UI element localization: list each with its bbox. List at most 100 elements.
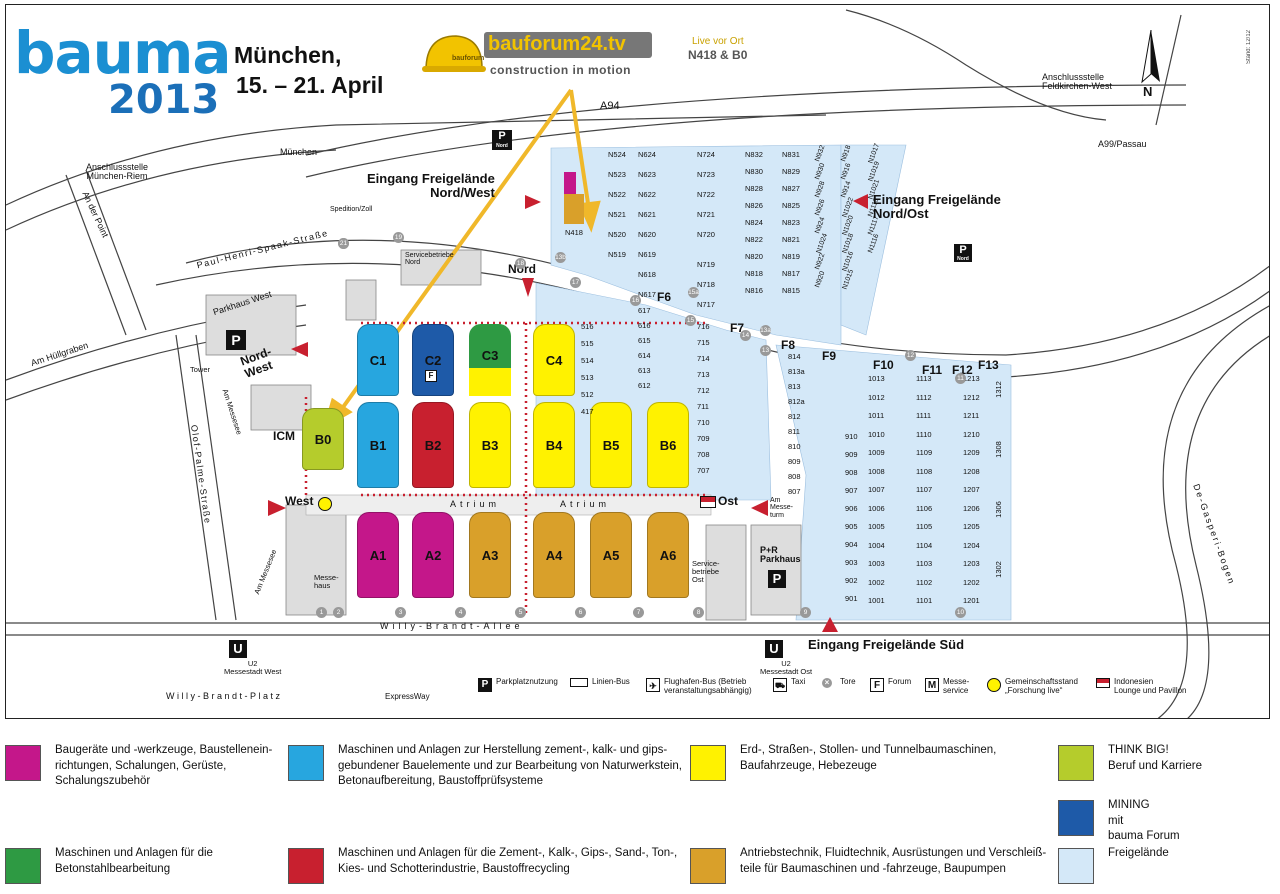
lot-n: N818: [745, 269, 763, 278]
gate-number: 17: [570, 277, 581, 288]
lot-n: N717: [697, 300, 715, 309]
legend-text: Antriebstechnik, Fluidtechnik, Ausrüstun…: [740, 847, 1047, 875]
hall-b1[interactable]: B1: [357, 402, 399, 488]
stand-note: Stand: 12/12: [1246, 30, 1252, 65]
f-label: F8: [781, 338, 796, 352]
atrium-label-1: Atrium: [450, 499, 501, 509]
legend-swatch: [690, 848, 726, 884]
lot-n: N619: [638, 250, 656, 259]
gate-number: 15: [685, 315, 696, 326]
legend-text: Maschinen und Anlagen für die Betonstahl…: [55, 847, 213, 875]
bauma-logo-word: bauma: [14, 19, 232, 87]
gate-number: 15a: [688, 287, 699, 298]
lot-n: N830: [745, 167, 763, 176]
lot-11xx: 1109: [916, 448, 933, 457]
lot-12xx: 1210: [963, 429, 980, 439]
hall-a3[interactable]: A3: [469, 512, 511, 598]
lot-9xx: 902: [845, 576, 858, 585]
entrance-nord-ost[interactable]: Eingang Freigelände Nord/Ost: [873, 192, 1001, 222]
gate-number: 16: [630, 295, 641, 306]
lot-12xx: 1203: [963, 559, 980, 568]
lot-n: N824: [745, 218, 763, 227]
legend-plane-label: Flughafen-Bus (Betrieb veranstaltungsabh…: [664, 677, 752, 696]
hall-b2[interactable]: B2: [412, 402, 454, 488]
hall-b6[interactable]: B6: [647, 402, 689, 488]
hall-b4[interactable]: B4: [533, 402, 575, 488]
messehaus-label: Messe- haus: [314, 573, 339, 590]
legend-M-label: Messe- service: [943, 677, 970, 696]
legend-P-icon: P: [478, 678, 492, 692]
lot-10xx: 1004: [868, 540, 885, 550]
lot-10xx: 1012: [868, 392, 885, 402]
hall-b5[interactable]: B5: [590, 402, 632, 488]
entrance-sued[interactable]: Eingang Freigelände Süd: [808, 637, 965, 652]
bauforum-name: bauforum24.tv: [488, 33, 626, 55]
lot-n: N816: [745, 286, 763, 295]
bauforum-tagline: construction in motion: [490, 63, 631, 77]
am-messeturm-label: Am Messe- turm: [770, 497, 793, 519]
lot-11xx: 1107: [916, 485, 933, 494]
north-label: N: [1143, 84, 1153, 99]
entrance-nord-west[interactable]: Eingang Freigelände Nord/West: [367, 171, 495, 201]
hall-c3[interactable]: C3: [481, 348, 499, 363]
hall-b3[interactable]: B3: [469, 402, 511, 488]
lot-6xx: 616: [638, 321, 651, 330]
hall-c1[interactable]: C1: [357, 324, 399, 396]
ubahn-ost-icon: U: [765, 640, 783, 658]
servicebetriebe-ost-label: Service- betriebe Ost: [692, 559, 720, 584]
svg-text:bauforum: bauforum: [452, 55, 484, 62]
hall-a4[interactable]: A4: [533, 512, 575, 598]
lot-11xx: 1110: [916, 429, 932, 439]
lot-8xx: 812: [788, 412, 801, 421]
entrance-west[interactable]: West: [285, 494, 314, 508]
lot-7xx: 713: [697, 370, 710, 379]
hall-a1[interactable]: A1: [357, 512, 399, 598]
lot-10xx: 1007: [868, 485, 885, 494]
gate-number: 5: [515, 607, 526, 618]
lot-7xx: 712: [697, 386, 710, 395]
lot-10xx: 1013: [868, 374, 885, 383]
lot-13xx: 1306: [993, 501, 1003, 518]
gate-number: 14: [740, 330, 751, 341]
forschung-live-dot: [318, 497, 332, 511]
lot-n: N829: [782, 167, 800, 176]
lot-6xx: 614: [638, 351, 651, 360]
lot-13xx: 1312: [993, 381, 1003, 398]
lot-n: N822: [745, 235, 763, 244]
anschluss-feldkirchen: Anschlussstelle Feldkirchen-West: [1042, 72, 1112, 92]
hall-c2[interactable]: C2: [412, 324, 454, 396]
freigelaende-nord: [535, 144, 1012, 621]
legend-swatch: [1058, 800, 1094, 836]
live-label: Live vor Ort: [692, 36, 744, 47]
lot-7xx: 714: [697, 354, 710, 363]
hall-c4[interactable]: C4: [533, 324, 575, 396]
lot-9xx: 909: [845, 450, 858, 459]
gate-number: 6: [575, 607, 586, 618]
legend-text: Freigelände: [1108, 847, 1169, 859]
servicebetriebe-nord-label: Servicebetriebe Nord: [405, 252, 454, 267]
hall-b0[interactable]: B0: [302, 408, 344, 470]
legend-swatch: [288, 848, 324, 884]
entrance-ost[interactable]: Ost: [718, 494, 739, 508]
legend-text: Maschinen und Anlagen zur Herstellung ze…: [338, 744, 682, 788]
lot-8xx: 812a: [788, 397, 805, 406]
hall-a2[interactable]: A2: [412, 512, 454, 598]
lot-n: N718: [697, 280, 715, 289]
f-label: F9: [822, 349, 837, 363]
anschluss-riem: Anschlussstelle München-Riem: [86, 162, 149, 182]
ubahn-west-icon: U: [229, 640, 247, 658]
hall-a5[interactable]: A5: [590, 512, 632, 598]
lot-n: N820: [745, 252, 763, 261]
lot-n: N724: [697, 150, 715, 159]
buildings: [205, 249, 802, 621]
gate-number: 13b: [555, 252, 566, 263]
lot-11xx: 1103: [916, 559, 933, 568]
hall-c3-green-part: [469, 324, 511, 368]
lot-12xx: 1213: [963, 374, 980, 383]
spedition-label: Spedition/Zoll: [330, 206, 373, 213]
legend-swatch: [5, 745, 41, 781]
parking-icon-west: P: [226, 330, 246, 350]
lot-12xx: 1201: [963, 596, 980, 605]
hall-a6[interactable]: A6: [647, 512, 689, 598]
